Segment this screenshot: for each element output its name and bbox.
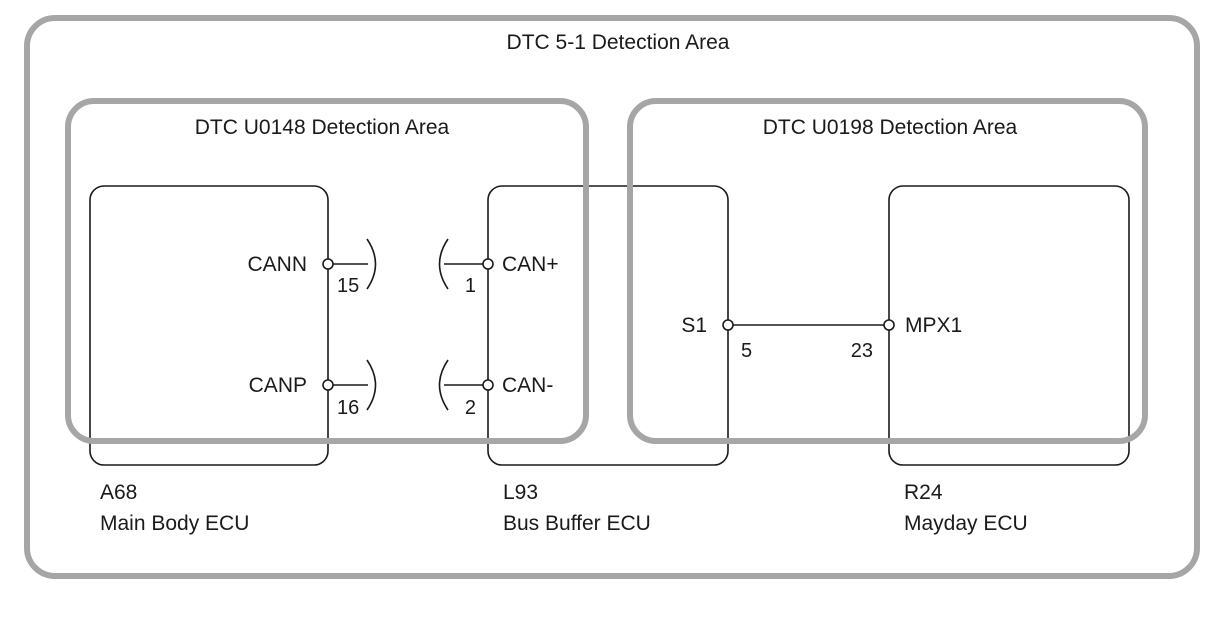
bus-buffer-ecu-name: Bus Buffer ECU	[503, 512, 651, 535]
dtc-u0198-area-frame	[627, 98, 1148, 444]
dtc-u0148-area-frame	[65, 98, 589, 444]
can-plus-connector-arc	[438, 238, 449, 290]
main-body-ecu-name: Main Body ECU	[100, 512, 249, 535]
can-plus-pin-number: 1	[465, 275, 476, 297]
can-minus-pin	[482, 379, 494, 391]
canp-pin-number: 16	[337, 397, 359, 419]
mpx1-pin	[883, 319, 895, 331]
dtc-5-1-area-title: DTC 5-1 Detection Area	[507, 31, 730, 54]
s1-pin	[722, 319, 734, 331]
mayday-ecu-name: Mayday ECU	[904, 512, 1028, 535]
can-plus-pin	[482, 258, 494, 270]
cann-connector-arc	[366, 238, 377, 290]
can-minus-pin-number: 2	[465, 397, 476, 419]
dtc-u0198-area-title: DTC U0198 Detection Area	[763, 116, 1018, 139]
dtc-u0148-area-title: DTC U0148 Detection Area	[195, 116, 450, 139]
mayday-ecu-code: R24	[904, 481, 943, 504]
canp-pin	[322, 379, 334, 391]
can-plus-terminal-label: CAN+	[502, 253, 559, 276]
cann-pin-number: 15	[337, 275, 359, 297]
can-minus-connector-arc	[438, 359, 449, 411]
canp-connector-arc	[366, 359, 377, 411]
main-body-ecu-box	[89, 185, 329, 466]
dtc-5-1-area-frame	[24, 15, 1200, 579]
mpx1-terminal-label: MPX1	[905, 314, 962, 337]
canp-terminal-label: CANP	[249, 374, 307, 397]
bus-buffer-ecu-code: L93	[503, 481, 538, 504]
s1-pin-number: 5	[741, 340, 752, 362]
can-minus-terminal-label: CAN-	[502, 374, 553, 397]
s1-terminal-label: S1	[681, 314, 707, 337]
mpx1-pin-number: 23	[851, 340, 873, 362]
main-body-ecu-code: A68	[100, 481, 137, 504]
cann-terminal-label: CANN	[247, 253, 307, 276]
cann-pin	[322, 258, 334, 270]
